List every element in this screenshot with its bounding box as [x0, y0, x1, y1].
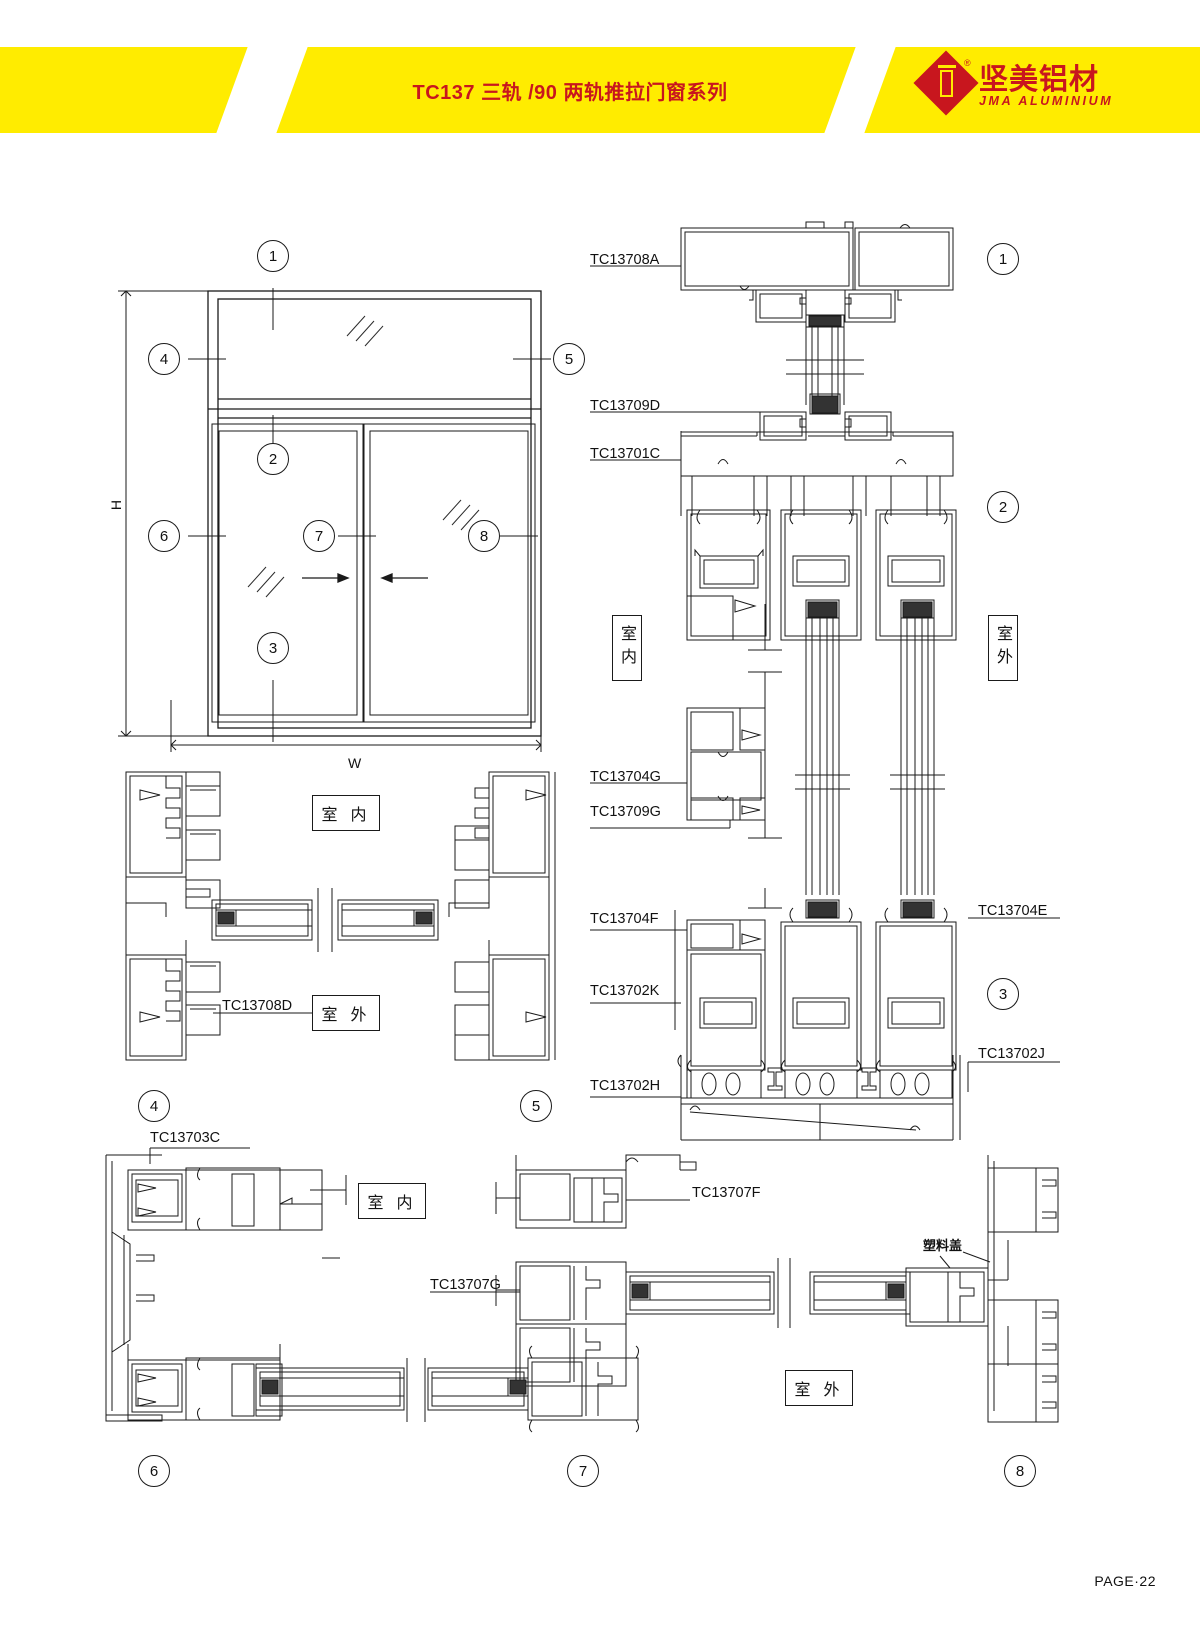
part-label-tc13707g: TC13707G — [430, 1277, 501, 1293]
elevation-marker-3[interactable]: 3 — [257, 632, 289, 664]
section-marker-2[interactable]: 2 — [987, 491, 1019, 523]
elevation-marker-7[interactable]: 7 — [303, 520, 335, 552]
part-label-tc13702j: TC13702J — [978, 1046, 1045, 1062]
part-label-tc13707f: TC13707F — [692, 1185, 761, 1201]
part-label-tc13702h: TC13702H — [590, 1078, 661, 1094]
indoor-label-vertical: 室内 — [612, 615, 642, 681]
brand-logo: ® 坚美铝材 JMA ALUMINIUM — [913, 50, 1111, 126]
part-label-tc13709g: TC13709G — [590, 804, 661, 820]
header-banner: TC137 三轨 /90 两轨推拉门窗系列 — [0, 47, 1200, 133]
section-marker-5[interactable]: 5 — [520, 1090, 552, 1122]
outdoor-label-detail8: 室 外 — [785, 1370, 853, 1406]
section-marker-7[interactable]: 7 — [567, 1455, 599, 1487]
part-label-tc13704e: TC13704E — [978, 903, 1048, 919]
part-label-tc13704g: TC13704G — [590, 769, 661, 785]
part-label-tc13704f: TC13704F — [590, 911, 659, 927]
elevation-marker-8[interactable]: 8 — [468, 520, 500, 552]
dim-width-label: W — [348, 755, 362, 771]
elevation-marker-5[interactable]: 5 — [553, 343, 585, 375]
jma-diamond-stem-icon — [938, 65, 956, 68]
brand-name-cn: 坚美铝材 — [979, 64, 1100, 96]
part-label-tc13703c: TC13703C — [150, 1130, 221, 1146]
part-label-tc13709d: TC13709D — [590, 398, 661, 414]
part-label-tc13701c: TC13701C — [590, 446, 661, 462]
section-marker-1[interactable]: 1 — [987, 243, 1019, 275]
page-number: PAGE·22 — [1094, 1573, 1156, 1589]
brand-name-en: JMA ALUMINIUM — [979, 94, 1114, 108]
section-marker-6[interactable]: 6 — [138, 1455, 170, 1487]
registered-mark: ® — [964, 58, 971, 68]
section-marker-3[interactable]: 3 — [987, 978, 1019, 1010]
jma-diamond-inner-icon — [940, 70, 953, 97]
page-title: TC137 三轨 /90 两轨推拉门窗系列 — [412, 81, 728, 104]
outdoor-label-vertical: 室外 — [988, 615, 1018, 681]
indoor-label-detail4: 室 内 — [312, 795, 380, 831]
elevation-marker-1[interactable]: 1 — [257, 240, 289, 272]
outdoor-label-detail4: 室 外 — [312, 995, 380, 1031]
part-label-tc13702k: TC13702K — [590, 983, 660, 999]
part-label-tc13708d: TC13708D — [222, 998, 293, 1014]
label-plastic-cover: 塑料盖 — [923, 1239, 963, 1254]
part-label-tc13708a: TC13708A — [590, 252, 660, 268]
elevation-marker-6[interactable]: 6 — [148, 520, 180, 552]
section-marker-8[interactable]: 8 — [1004, 1455, 1036, 1487]
elevation-marker-4[interactable]: 4 — [148, 343, 180, 375]
elevation-marker-2[interactable]: 2 — [257, 443, 289, 475]
indoor-label-detail6: 室 内 — [358, 1183, 426, 1219]
section-marker-4[interactable]: 4 — [138, 1090, 170, 1122]
